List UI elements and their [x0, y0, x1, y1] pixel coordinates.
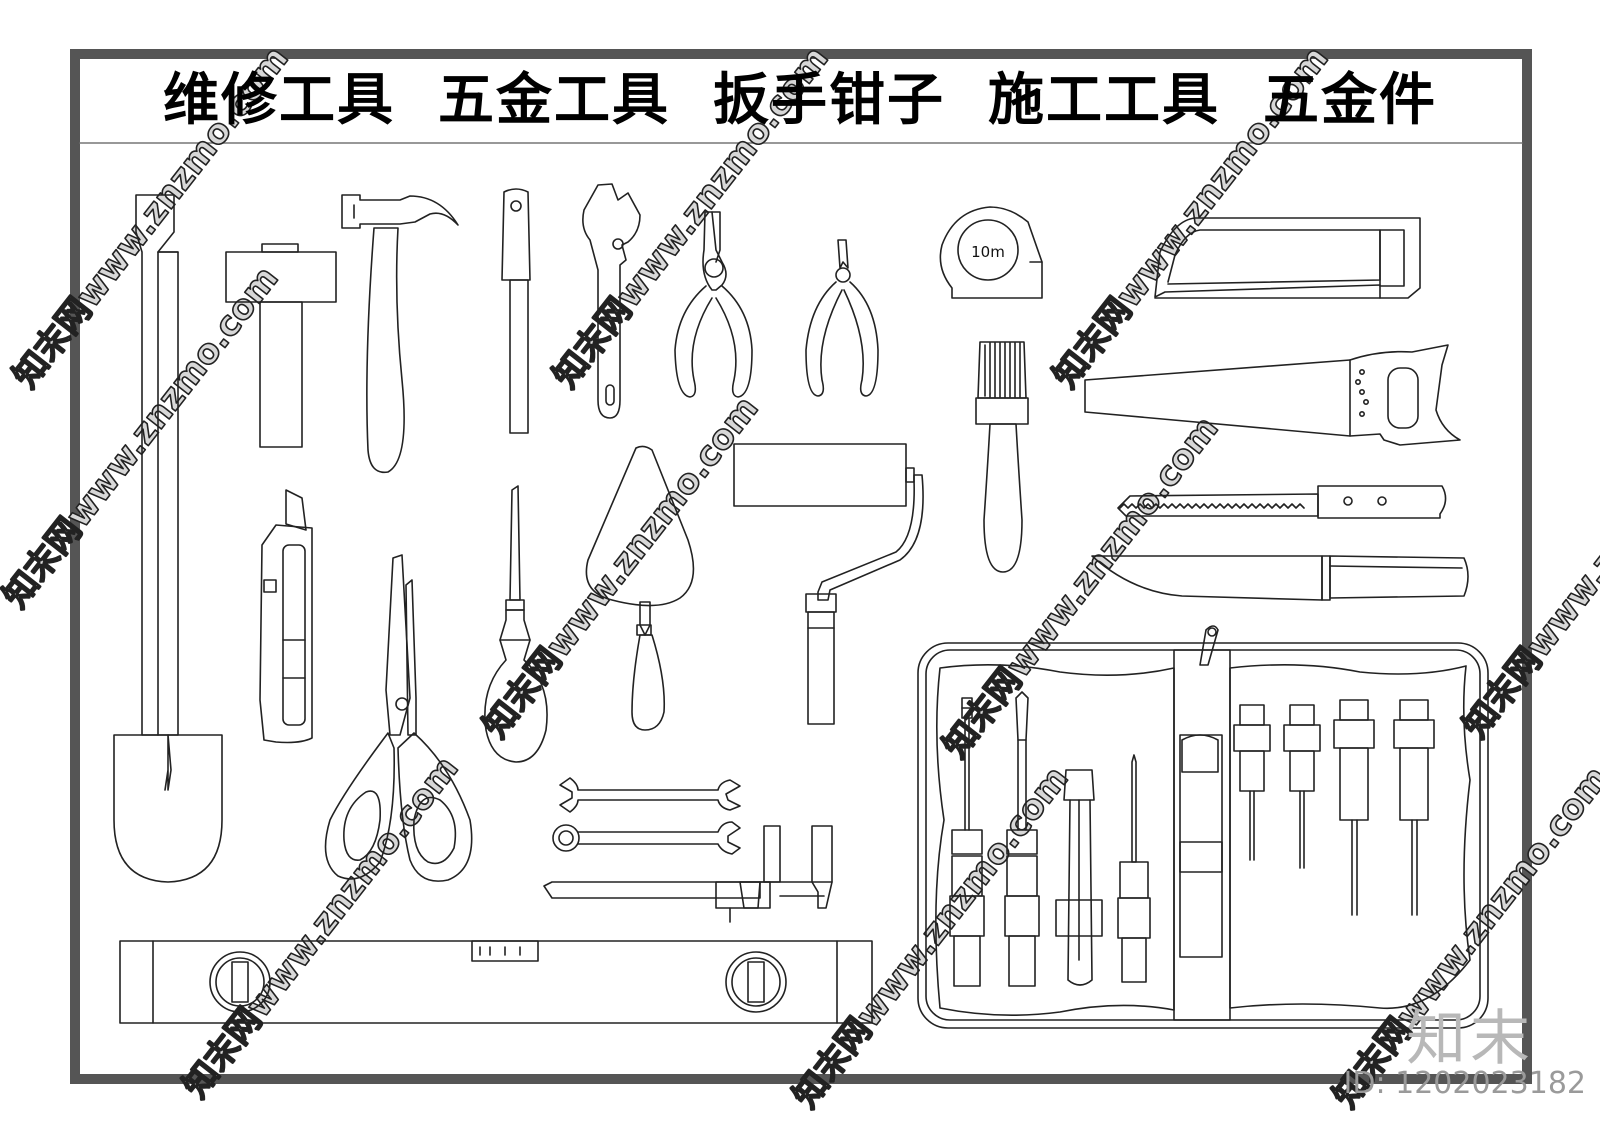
paint-roller-icon — [733, 443, 924, 725]
case-screwdriver — [1004, 691, 1040, 987]
utility-knife-icon — [259, 489, 313, 744]
serrated-knife-icon — [1117, 485, 1447, 519]
sledge-hammer-icon — [225, 243, 337, 448]
claw-hammer-icon — [341, 194, 459, 474]
case-pliers — [1055, 769, 1103, 986]
case-screwdriver — [949, 697, 985, 987]
tape-measure-icon: 10m — [939, 206, 1043, 299]
case-screwdriver — [1233, 704, 1271, 861]
adjustable-wrench-icon — [582, 183, 641, 419]
screwdriver-icon — [484, 485, 548, 763]
case-screwdriver — [1333, 699, 1375, 916]
combination-pliers-icon — [674, 211, 753, 398]
combination-wrench-icon — [552, 821, 741, 855]
hacksaw-icon — [1154, 217, 1421, 299]
open-end-wrench-icon — [559, 777, 741, 813]
page-title: 维修工具 五金工具 扳手钳子 施工工具 五金件 — [163, 68, 1437, 133]
inner-panel — [80, 59, 1522, 1074]
shovel-icon — [113, 194, 223, 883]
hand-saw-icon — [1084, 344, 1461, 446]
paint-brush-icon — [975, 341, 1029, 573]
brand-mark: 知末 — [1406, 1004, 1534, 1074]
caliper-icon — [543, 825, 833, 923]
file-tool-icon — [501, 188, 531, 434]
spirit-level-icon — [119, 940, 873, 1024]
case-screwdriver — [1393, 699, 1435, 916]
scissors-icon — [324, 554, 473, 882]
kitchen-knife-icon — [1091, 555, 1469, 601]
image-id-label: ID: 1202023182 — [1343, 1066, 1586, 1101]
diagonal-cutters-icon — [805, 239, 879, 397]
trowel-icon — [585, 445, 695, 731]
tape-measure-label: 10m — [971, 243, 1005, 261]
case-screwdriver — [1283, 704, 1321, 869]
tool-case-icon — [917, 625, 1489, 1029]
case-screwdriver — [1117, 754, 1151, 983]
